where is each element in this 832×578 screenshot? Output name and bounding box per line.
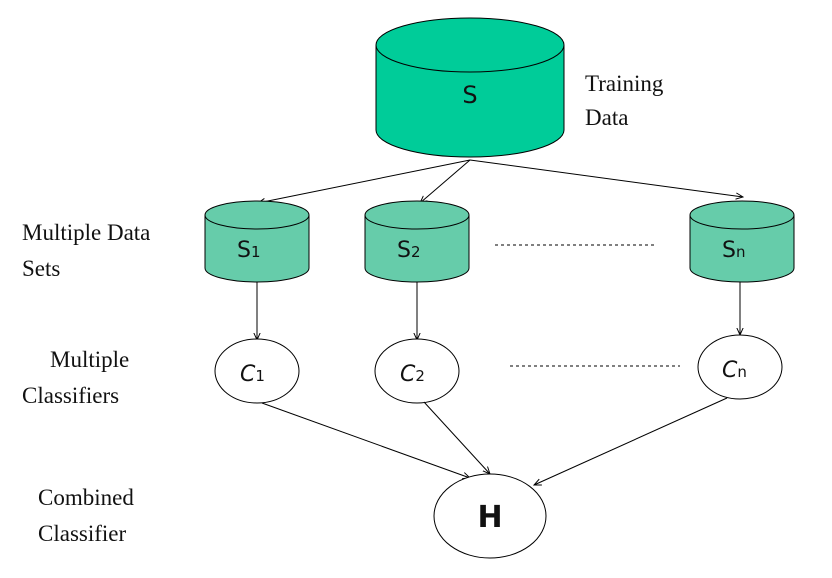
dataset-cylinder-2: S2 [364, 200, 470, 283]
dataset-cylinder-1: S1 [204, 200, 310, 283]
classifier-2-label: C2 [400, 362, 425, 387]
classifier-1-label: C1 [240, 362, 265, 387]
combined-node-label: H [477, 500, 502, 535]
training-node-label: S [462, 81, 477, 109]
training-cylinder-body [375, 45, 565, 158]
classifier-n-ellipse [697, 334, 783, 400]
combined-classifier-ellipse [433, 473, 547, 559]
classifier-2: C2 [374, 338, 460, 404]
dataset-n-top [689, 200, 795, 230]
arrow-classifier-2-to-h [423, 401, 490, 474]
classifiers-label-line2: Classifiers [22, 383, 119, 408]
dataset-2-label: S2 [397, 238, 421, 263]
training-label-line2: Data [585, 105, 628, 130]
dataset-cylinder-n: Sn [689, 200, 795, 283]
classifiers-label-line1: Multiple [50, 347, 129, 372]
arrow-classifier-1-to-h [261, 402, 470, 478]
arrow-training-to-dataset-2 [420, 159, 471, 203]
combined-label-line1: Combined [38, 485, 134, 510]
combined-classifier: H [433, 473, 547, 559]
datasets-label-line2: Sets [22, 256, 60, 281]
classifier-1: C1 [214, 338, 300, 404]
arrow-classifier-n-to-h [534, 397, 728, 485]
dataset-1-top [204, 200, 310, 230]
classifier-n-label: Cn [722, 358, 747, 383]
arrow-training-to-dataset-n [469, 159, 743, 197]
training-data-cylinder: S [375, 17, 565, 158]
classifier-1-ellipse [214, 338, 300, 404]
dataset-n-body [689, 215, 795, 283]
training-label-line1: Training [585, 71, 664, 96]
dataset-1-label: S1 [237, 238, 261, 263]
dataset-2-top [364, 200, 470, 230]
dataset-n-label: Sn [722, 238, 745, 263]
classifier-n: Cn [697, 334, 783, 400]
datasets-label-line1: Multiple Data [22, 220, 150, 245]
training-cylinder-top [375, 17, 565, 73]
classifier-2-ellipse [374, 338, 460, 404]
arrow-training-to-dataset-1 [258, 159, 471, 203]
combined-label-line2: Classifier [38, 521, 126, 546]
